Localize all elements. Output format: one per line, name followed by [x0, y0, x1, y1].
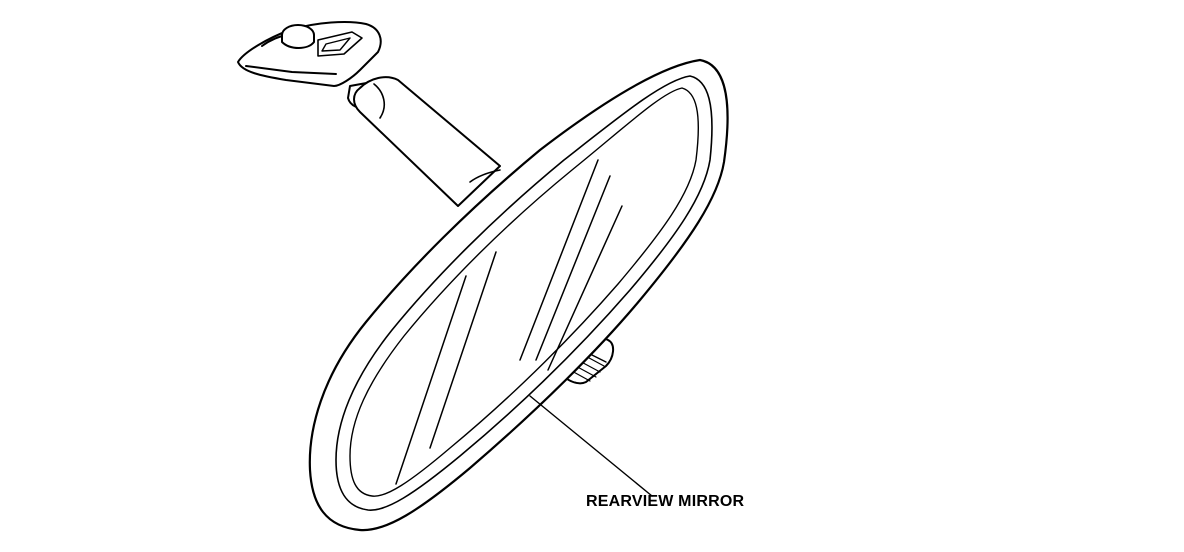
mirror-glass: [349, 87, 699, 497]
callout-leader-line: [529, 395, 653, 497]
mirror-bezel: [335, 75, 713, 511]
mirror-stem: [347, 76, 501, 207]
rearview-mirror-label: REARVIEW MIRROR: [586, 493, 745, 510]
mounting-bracket: [237, 21, 382, 87]
glass-reflection-lines: [395, 159, 623, 485]
mirror-housing: [308, 58, 729, 532]
